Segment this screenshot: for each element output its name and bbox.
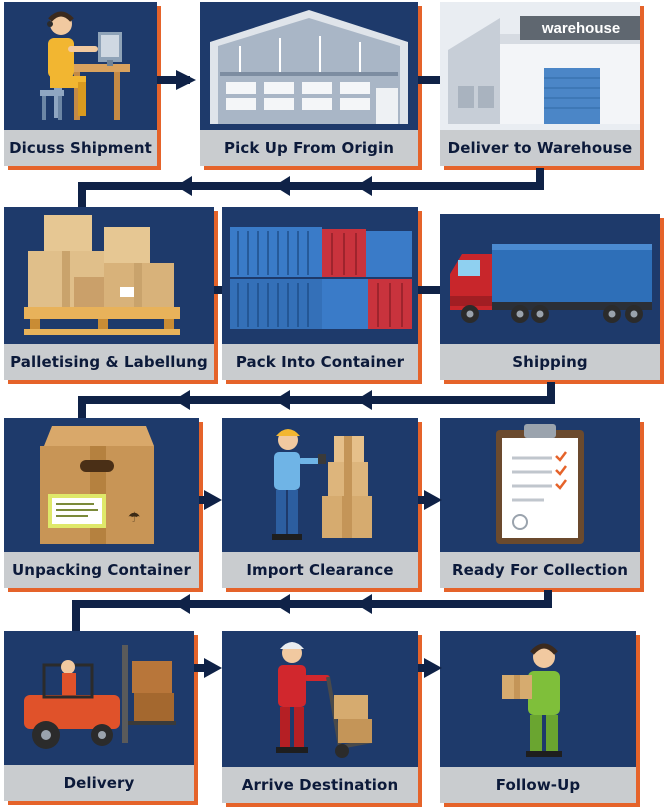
step-label: Follow-Up: [440, 767, 636, 803]
step-label: Deliver to Warehouse: [440, 130, 640, 166]
step-label: Pick Up From Origin: [200, 130, 418, 166]
step-label: Ready For Collection: [440, 552, 640, 588]
step-deliver-to-warehouse: warehouse Deliver to Warehouse: [440, 2, 640, 166]
step-label: Unpacking Container: [4, 552, 199, 588]
step-delivery: Delivery: [4, 631, 194, 801]
customer-service-agent-icon: [4, 2, 157, 130]
step-label: Pack Into Container: [222, 344, 418, 380]
step-unpacking-container: ☂ Unpacking Container: [4, 418, 199, 588]
step-pick-up-from-origin: Pick Up From Origin: [200, 2, 418, 166]
step-label: Delivery: [4, 765, 194, 801]
step-label: Shipping: [440, 344, 660, 380]
warehouse-building-icon: warehouse: [440, 2, 640, 130]
forklift-icon: [4, 631, 194, 765]
step-discuss-shipment: Dicuss Shipment: [4, 2, 157, 166]
truck-icon: [440, 214, 660, 344]
hand-truck-worker-icon: [222, 631, 418, 767]
step-label: Palletising & Labellung: [4, 344, 214, 380]
pickup-warehouse-icon: [200, 2, 418, 130]
courier-with-parcel-icon: [440, 631, 636, 767]
step-import-clearance: Import Clearance: [222, 418, 418, 588]
step-label: Dicuss Shipment: [4, 130, 157, 166]
step-ready-for-collection: Ready For Collection: [440, 418, 640, 588]
pallet-boxes-icon: [4, 207, 214, 344]
shipping-containers-icon: [222, 207, 418, 344]
step-label: Import Clearance: [222, 552, 418, 588]
customs-inspector-icon: [222, 418, 418, 552]
step-palletising-labelling: Palletising & Labellung: [4, 207, 214, 380]
step-arrive-destination: Arrive Destination: [222, 631, 418, 803]
clipboard-checklist-icon: [440, 418, 640, 552]
step-label: Arrive Destination: [222, 767, 418, 803]
svg-text:☂: ☂: [128, 510, 141, 526]
warehouse-sign: warehouse: [541, 20, 620, 37]
open-box-icon: ☂: [4, 418, 199, 552]
step-pack-into-container: Pack Into Container: [222, 207, 418, 380]
step-follow-up: Follow-Up: [440, 631, 636, 803]
step-shipping: Shipping: [440, 214, 660, 380]
